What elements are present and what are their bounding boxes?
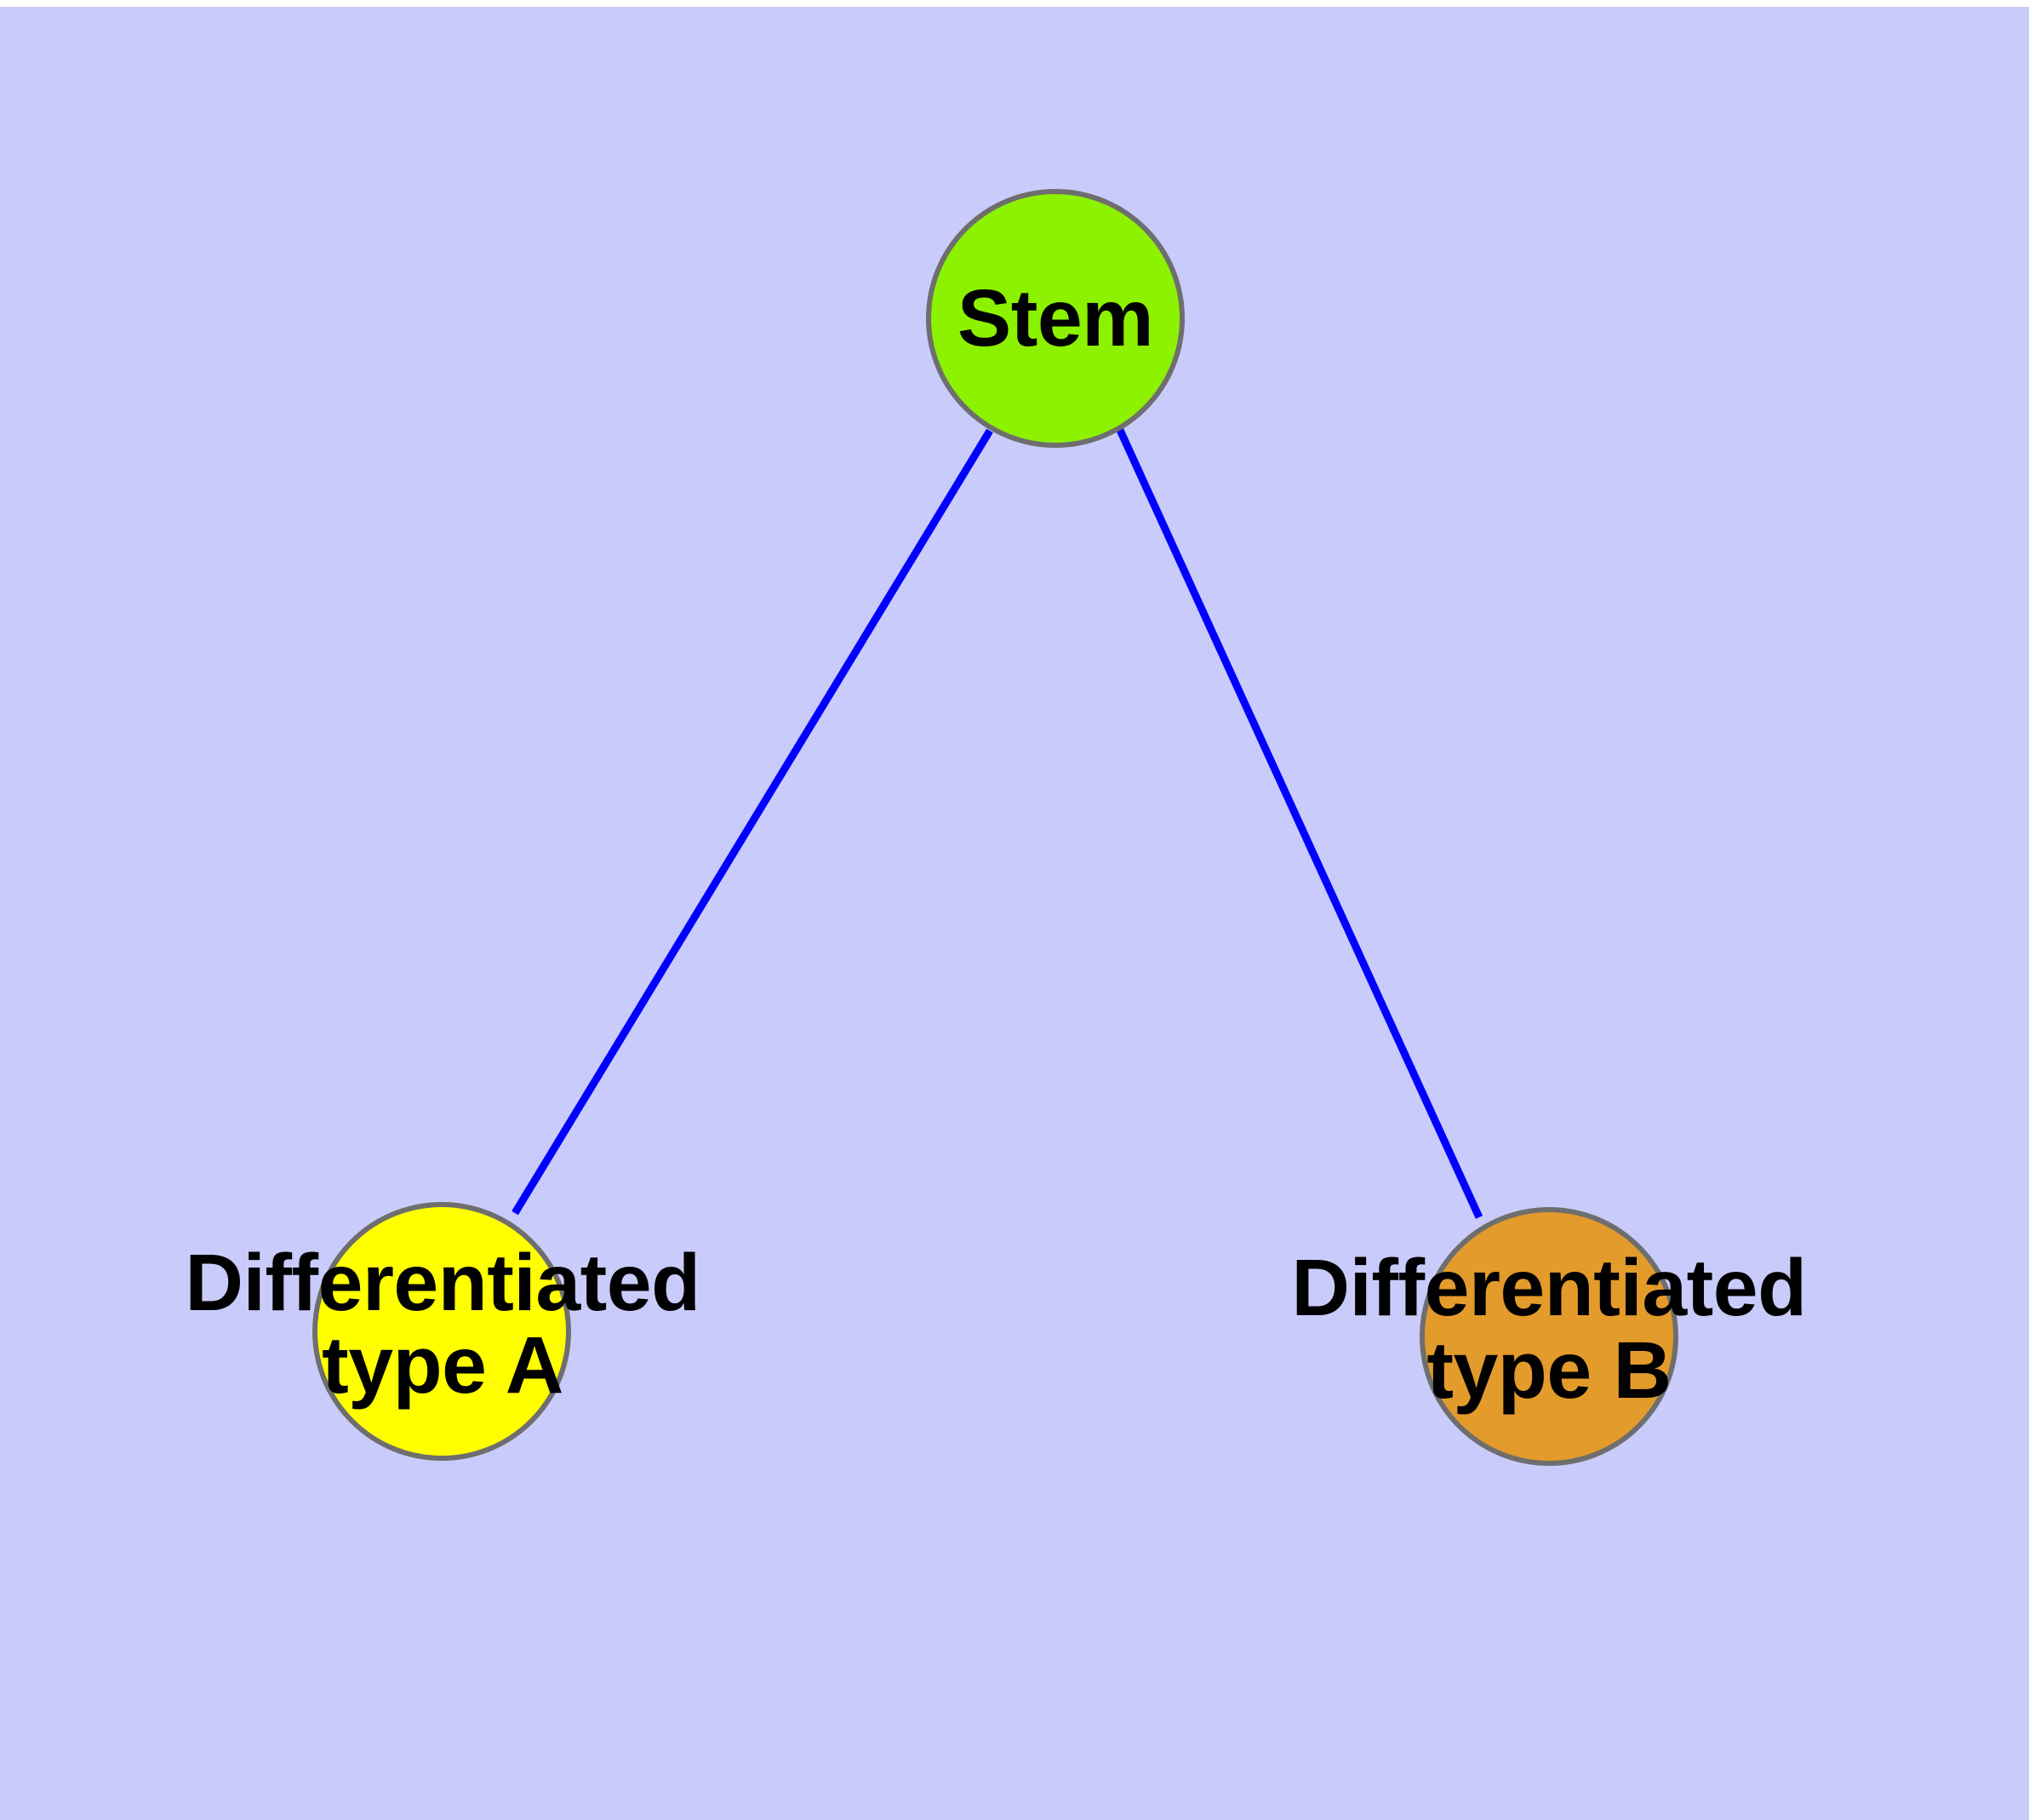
edge-stem-to-differentiated-type-a xyxy=(512,428,993,1216)
edge-stem-to-differentiated-type-b xyxy=(1115,426,1483,1219)
node-stem[interactable] xyxy=(926,189,1185,448)
node-differentiated-type-b[interactable] xyxy=(1420,1207,1678,1466)
node-differentiated-type-a[interactable] xyxy=(312,1202,571,1461)
